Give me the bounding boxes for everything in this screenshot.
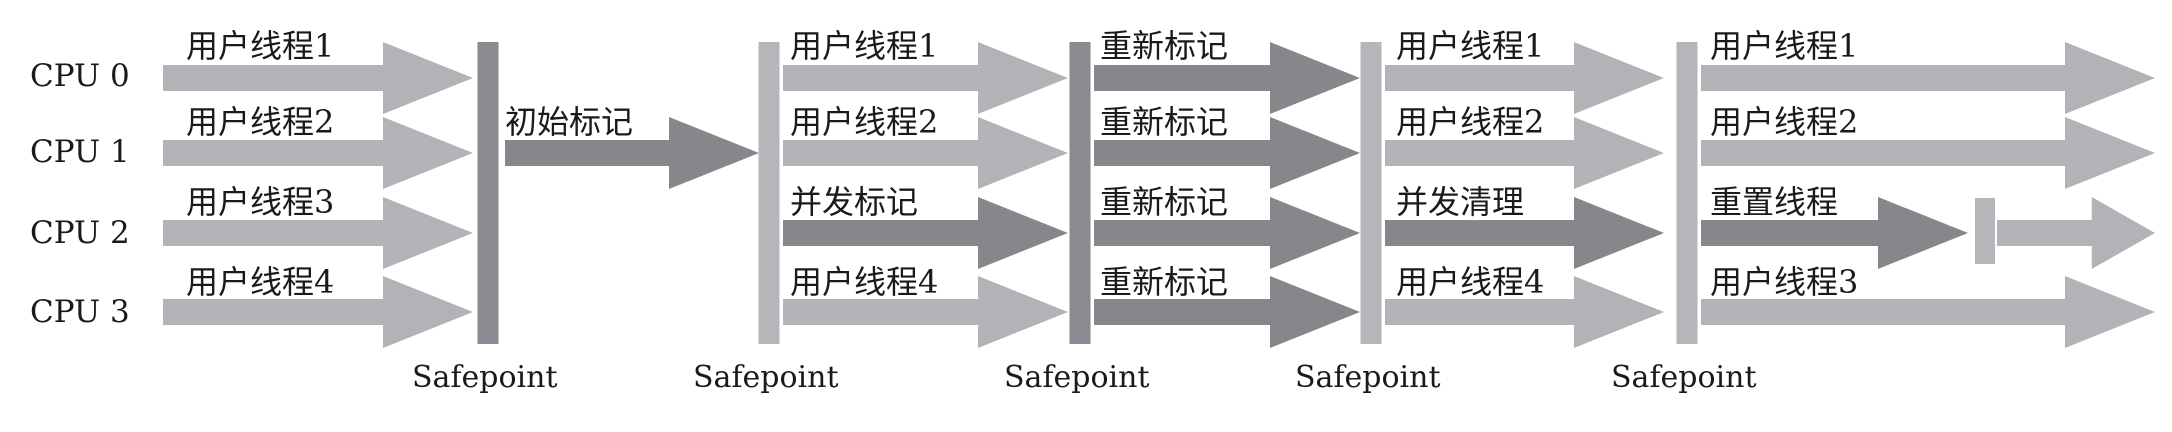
safepoint-bar	[477, 42, 499, 344]
user-thread-arrow	[1385, 42, 1664, 114]
gc-thread-arrow	[1094, 197, 1360, 269]
cpu-label: CPU 2	[30, 215, 130, 251]
lane-label: 并发标记	[790, 183, 919, 221]
user-thread-arrow	[163, 117, 473, 189]
user-thread-arrow	[1701, 42, 2155, 114]
lane-label: 用户线程2	[1396, 103, 1545, 141]
user-thread-arrow	[1701, 276, 2155, 348]
lane-label: 重新标记	[1100, 183, 1229, 221]
lane-label: 用户线程4	[186, 263, 335, 301]
lane-label: 重新标记	[1100, 263, 1229, 301]
gc-thread-arrow	[1094, 42, 1360, 114]
lane-label: 初始标记	[505, 103, 634, 141]
user-thread-arrow	[1997, 197, 2155, 269]
lane-label: 用户线程1	[186, 27, 335, 65]
gc-thread-arrow	[1094, 117, 1360, 189]
user-thread-arrow	[163, 42, 473, 114]
safepoint-bar	[758, 42, 780, 344]
gc-thread-arrow	[1701, 197, 1968, 269]
lane-label: 用户线程3	[186, 183, 335, 221]
lane-label: 用户线程1	[1710, 27, 1859, 65]
cpu-label: CPU 0	[30, 58, 130, 94]
safepoint-label: Safepoint	[1295, 360, 1441, 395]
safepoint-label: Safepoint	[1611, 360, 1757, 395]
gc-thread-arrow	[505, 117, 759, 189]
safepoint-bar	[1676, 42, 1698, 344]
gc-thread-arrow	[783, 197, 1068, 269]
cpu-label: CPU 1	[30, 134, 130, 170]
lane-label: 用户线程1	[1396, 27, 1545, 65]
lane-label: 用户线程3	[1710, 263, 1859, 301]
gc-thread-arrow	[1385, 197, 1664, 269]
thread-end-marker	[1975, 198, 1995, 264]
lane-label: 并发清理	[1396, 183, 1525, 221]
lane-label: 重置线程	[1710, 183, 1839, 221]
lane-label: 用户线程1	[790, 27, 939, 65]
user-thread-arrow	[783, 117, 1068, 189]
lane-label: 用户线程2	[790, 103, 939, 141]
cpu-label: CPU 3	[30, 294, 130, 330]
user-thread-arrow	[163, 197, 473, 269]
lane-label: 用户线程2	[186, 103, 335, 141]
user-thread-arrow	[1385, 276, 1664, 348]
user-thread-arrow	[1385, 117, 1664, 189]
safepoint-label: Safepoint	[412, 360, 558, 395]
user-thread-arrow	[783, 42, 1068, 114]
user-thread-arrow	[1701, 117, 2155, 189]
safepoint-label: Safepoint	[1004, 360, 1150, 395]
lane-label: 用户线程2	[1710, 103, 1859, 141]
user-thread-arrow	[163, 276, 473, 348]
lane-label: 重新标记	[1100, 27, 1229, 65]
lane-label: 用户线程4	[1396, 263, 1545, 301]
safepoint-bar	[1069, 42, 1091, 344]
gc-thread-arrow	[1094, 276, 1360, 348]
lane-label: 重新标记	[1100, 103, 1229, 141]
safepoint-label: Safepoint	[693, 360, 839, 395]
safepoint-bar	[1360, 42, 1382, 344]
user-thread-arrow	[783, 276, 1068, 348]
lane-label: 用户线程4	[790, 263, 939, 301]
